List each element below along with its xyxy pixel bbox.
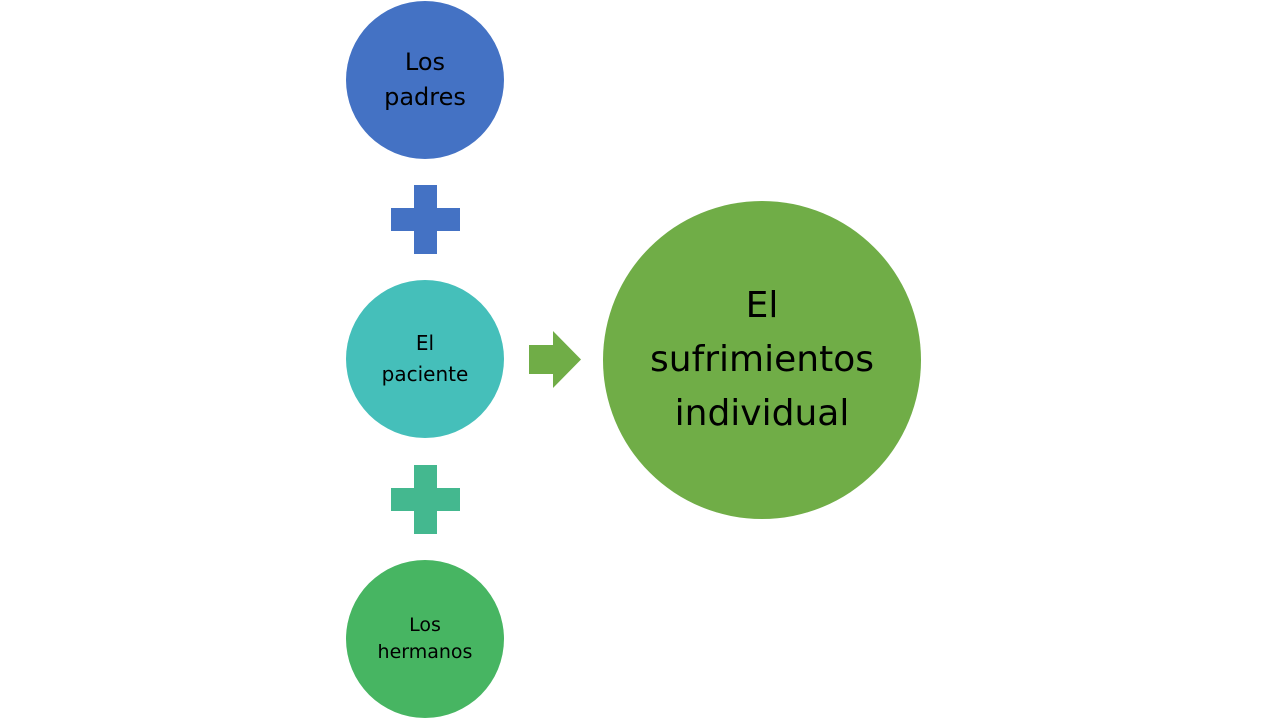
node-el-sufrimiento-individual: El sufrimientos individual (603, 201, 921, 519)
arrow-right-icon (529, 331, 581, 388)
arrow-shape (529, 331, 581, 388)
node-label-result: El sufrimientos individual (650, 285, 874, 434)
node-label-los-hermanos: Los hermanos (377, 614, 473, 663)
plus-shape-1 (391, 185, 460, 254)
node-el-paciente: El paciente (346, 280, 504, 438)
node-label-los-padres: Los padres (384, 48, 466, 111)
node-los-padres: Los padres (346, 1, 504, 159)
plus-shape-2 (391, 465, 460, 534)
node-label-el-paciente: El paciente (381, 331, 469, 386)
plus-icon (391, 465, 460, 534)
plus-icon (391, 185, 460, 254)
node-los-hermanos: Los hermanos (346, 560, 504, 718)
